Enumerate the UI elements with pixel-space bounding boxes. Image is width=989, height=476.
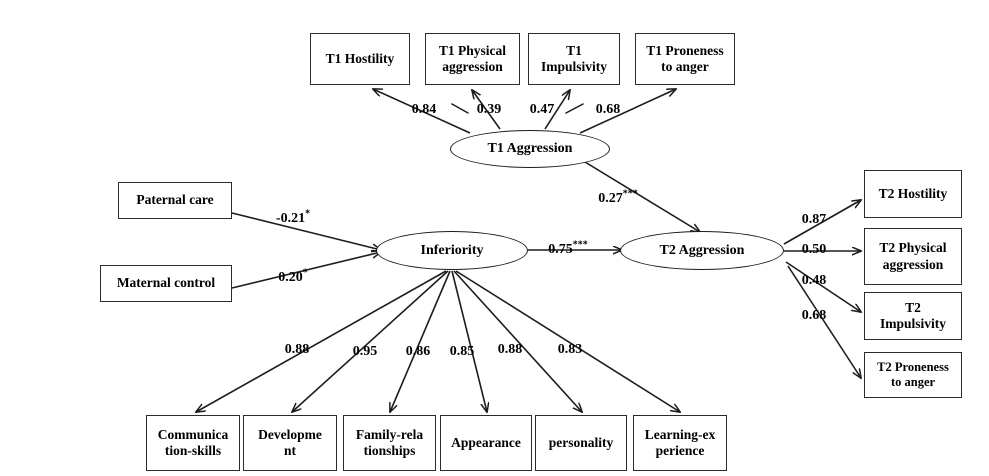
node-t1-hostility[interactable]: T1 Hostility [310, 33, 410, 85]
edge-t1agg-physical [472, 90, 501, 130]
edge-t1agg-t2agg [584, 161, 700, 232]
coef-maternal-control: 0.20* [278, 267, 308, 285]
node-label-line1: T1 Hostility [325, 50, 395, 66]
node-paternal-care[interactable]: Paternal care [118, 182, 232, 219]
coef-inferiority-t2agg: 0.75*** [548, 239, 588, 257]
edge-inf-communication [196, 270, 447, 412]
node-t1-proneness-to-anger[interactable]: T1 Proneness to anger [635, 33, 735, 85]
edge-t2agg-impulsivity [785, 261, 861, 312]
node-label-line2: tionships [363, 443, 416, 458]
coef-inf-communication: 0.88 [284, 342, 310, 357]
node-label-line2: to anger [890, 375, 936, 389]
edge-inf-family [390, 270, 451, 412]
node-label-line2: aggression [882, 256, 944, 272]
node-t1-impulsivity[interactable]: T1 Impulsivity [528, 33, 620, 85]
coef-inf-personality: 0.88 [497, 342, 523, 357]
coef-inf-appearance: 0.85 [449, 344, 475, 359]
node-family-relationships[interactable]: Family-rela tionships [343, 415, 436, 471]
node-label-line1: Learning-ex [644, 426, 716, 442]
node-label-line1: T1 [566, 42, 582, 58]
node-label-line1: personality [548, 434, 614, 450]
node-t2-physical-aggression[interactable]: T2 Physical aggression [864, 228, 962, 285]
node-label-line2: perience [655, 443, 705, 458]
node-t2-impulsivity[interactable]: T2 Impulsivity [864, 292, 962, 340]
coef-t2-hostility: 0.87 [801, 212, 827, 227]
coef-t2-impulsivity: 0.48 [801, 273, 827, 288]
node-appearance[interactable]: Appearance [440, 415, 532, 471]
node-label-line1: Family-rela [355, 426, 424, 442]
node-communication-skills[interactable]: Communica tion-skills [146, 415, 240, 471]
node-development[interactable]: Developme nt [243, 415, 337, 471]
coef-t2-physical: 0.50 [801, 242, 827, 257]
node-label-line2: tion-skills [164, 443, 222, 458]
node-label: Inferiority [420, 242, 484, 258]
node-label-line1: T1 Physical [438, 42, 507, 58]
node-label: Maternal control [116, 275, 216, 291]
node-label-line1: T2 Proneness [877, 359, 949, 374]
node-label: T1 Aggression [487, 141, 573, 157]
node-t2-aggression[interactable]: T2 Aggression [620, 231, 784, 270]
coef-inf-learning: 0.83 [557, 342, 583, 357]
edge-inf-learning [455, 270, 680, 412]
node-t2-proneness-to-anger[interactable]: T2 Proneness to anger [864, 352, 962, 398]
edge-inf-development [292, 270, 449, 412]
coef-t1-physical: 0.39 [476, 102, 502, 117]
node-label-line1: Developme [258, 426, 322, 442]
edge-t1agg-hostility [373, 89, 471, 134]
node-label-line2: Impulsivity [540, 59, 608, 74]
node-t2-hostility[interactable]: T2 Hostility [864, 170, 962, 218]
node-label-line2: aggression [442, 59, 503, 74]
node-label-line2: nt [283, 443, 296, 458]
coef-t1-impulsivity: 0.47 [529, 102, 555, 117]
edge-t1agg-impulsivity [544, 90, 570, 130]
edge-paternal-inferiority [231, 212, 381, 250]
node-personality[interactable]: personality [535, 415, 627, 471]
edge-t2agg-proneness [787, 265, 861, 378]
leader-mark-068 [565, 103, 584, 114]
edge-inf-personality [453, 270, 582, 412]
node-t1-physical-aggression[interactable]: T1 Physical aggression [425, 33, 520, 85]
coef-paternal-care: -0.21* [275, 208, 311, 226]
node-label: Paternal care [136, 192, 214, 208]
node-label-line1: Appearance [451, 434, 521, 450]
node-inferiority[interactable]: Inferiority [376, 231, 528, 270]
coef-t1-proneness: 0.68 [595, 102, 621, 117]
coef-inf-development: 0.95 [352, 344, 378, 359]
edge-inf-appearance [451, 270, 487, 412]
node-t1-aggression[interactable]: T1 Aggression [450, 130, 610, 168]
edge-t2agg-hostility [783, 200, 861, 245]
node-label-line1: T2 Physical [879, 240, 947, 256]
edge-t1agg-proneness [579, 89, 676, 134]
edge-maternal-inferiority [231, 252, 381, 289]
node-label-line2: Impulsivity [879, 316, 947, 331]
node-maternal-control[interactable]: Maternal control [100, 265, 232, 302]
coef-t2-proneness: 0.68 [801, 308, 827, 323]
coef-t1-hostility: 0.84 [411, 102, 437, 117]
node-label-line1: T1 Proneness [646, 42, 724, 58]
node-label-line2: to anger [661, 59, 709, 74]
node-learning-experience[interactable]: Learning-ex perience [633, 415, 727, 471]
coef-inf-family: 0.86 [405, 344, 431, 359]
coef-t1agg-t2agg: 0.27*** [598, 188, 638, 206]
node-label-line1: T2 Hostility [878, 185, 948, 201]
node-label-line1: T2 [905, 299, 921, 315]
node-label-line1: Communica [157, 426, 229, 442]
leader-mark-039 [451, 103, 469, 114]
node-label: T2 Aggression [659, 242, 745, 258]
